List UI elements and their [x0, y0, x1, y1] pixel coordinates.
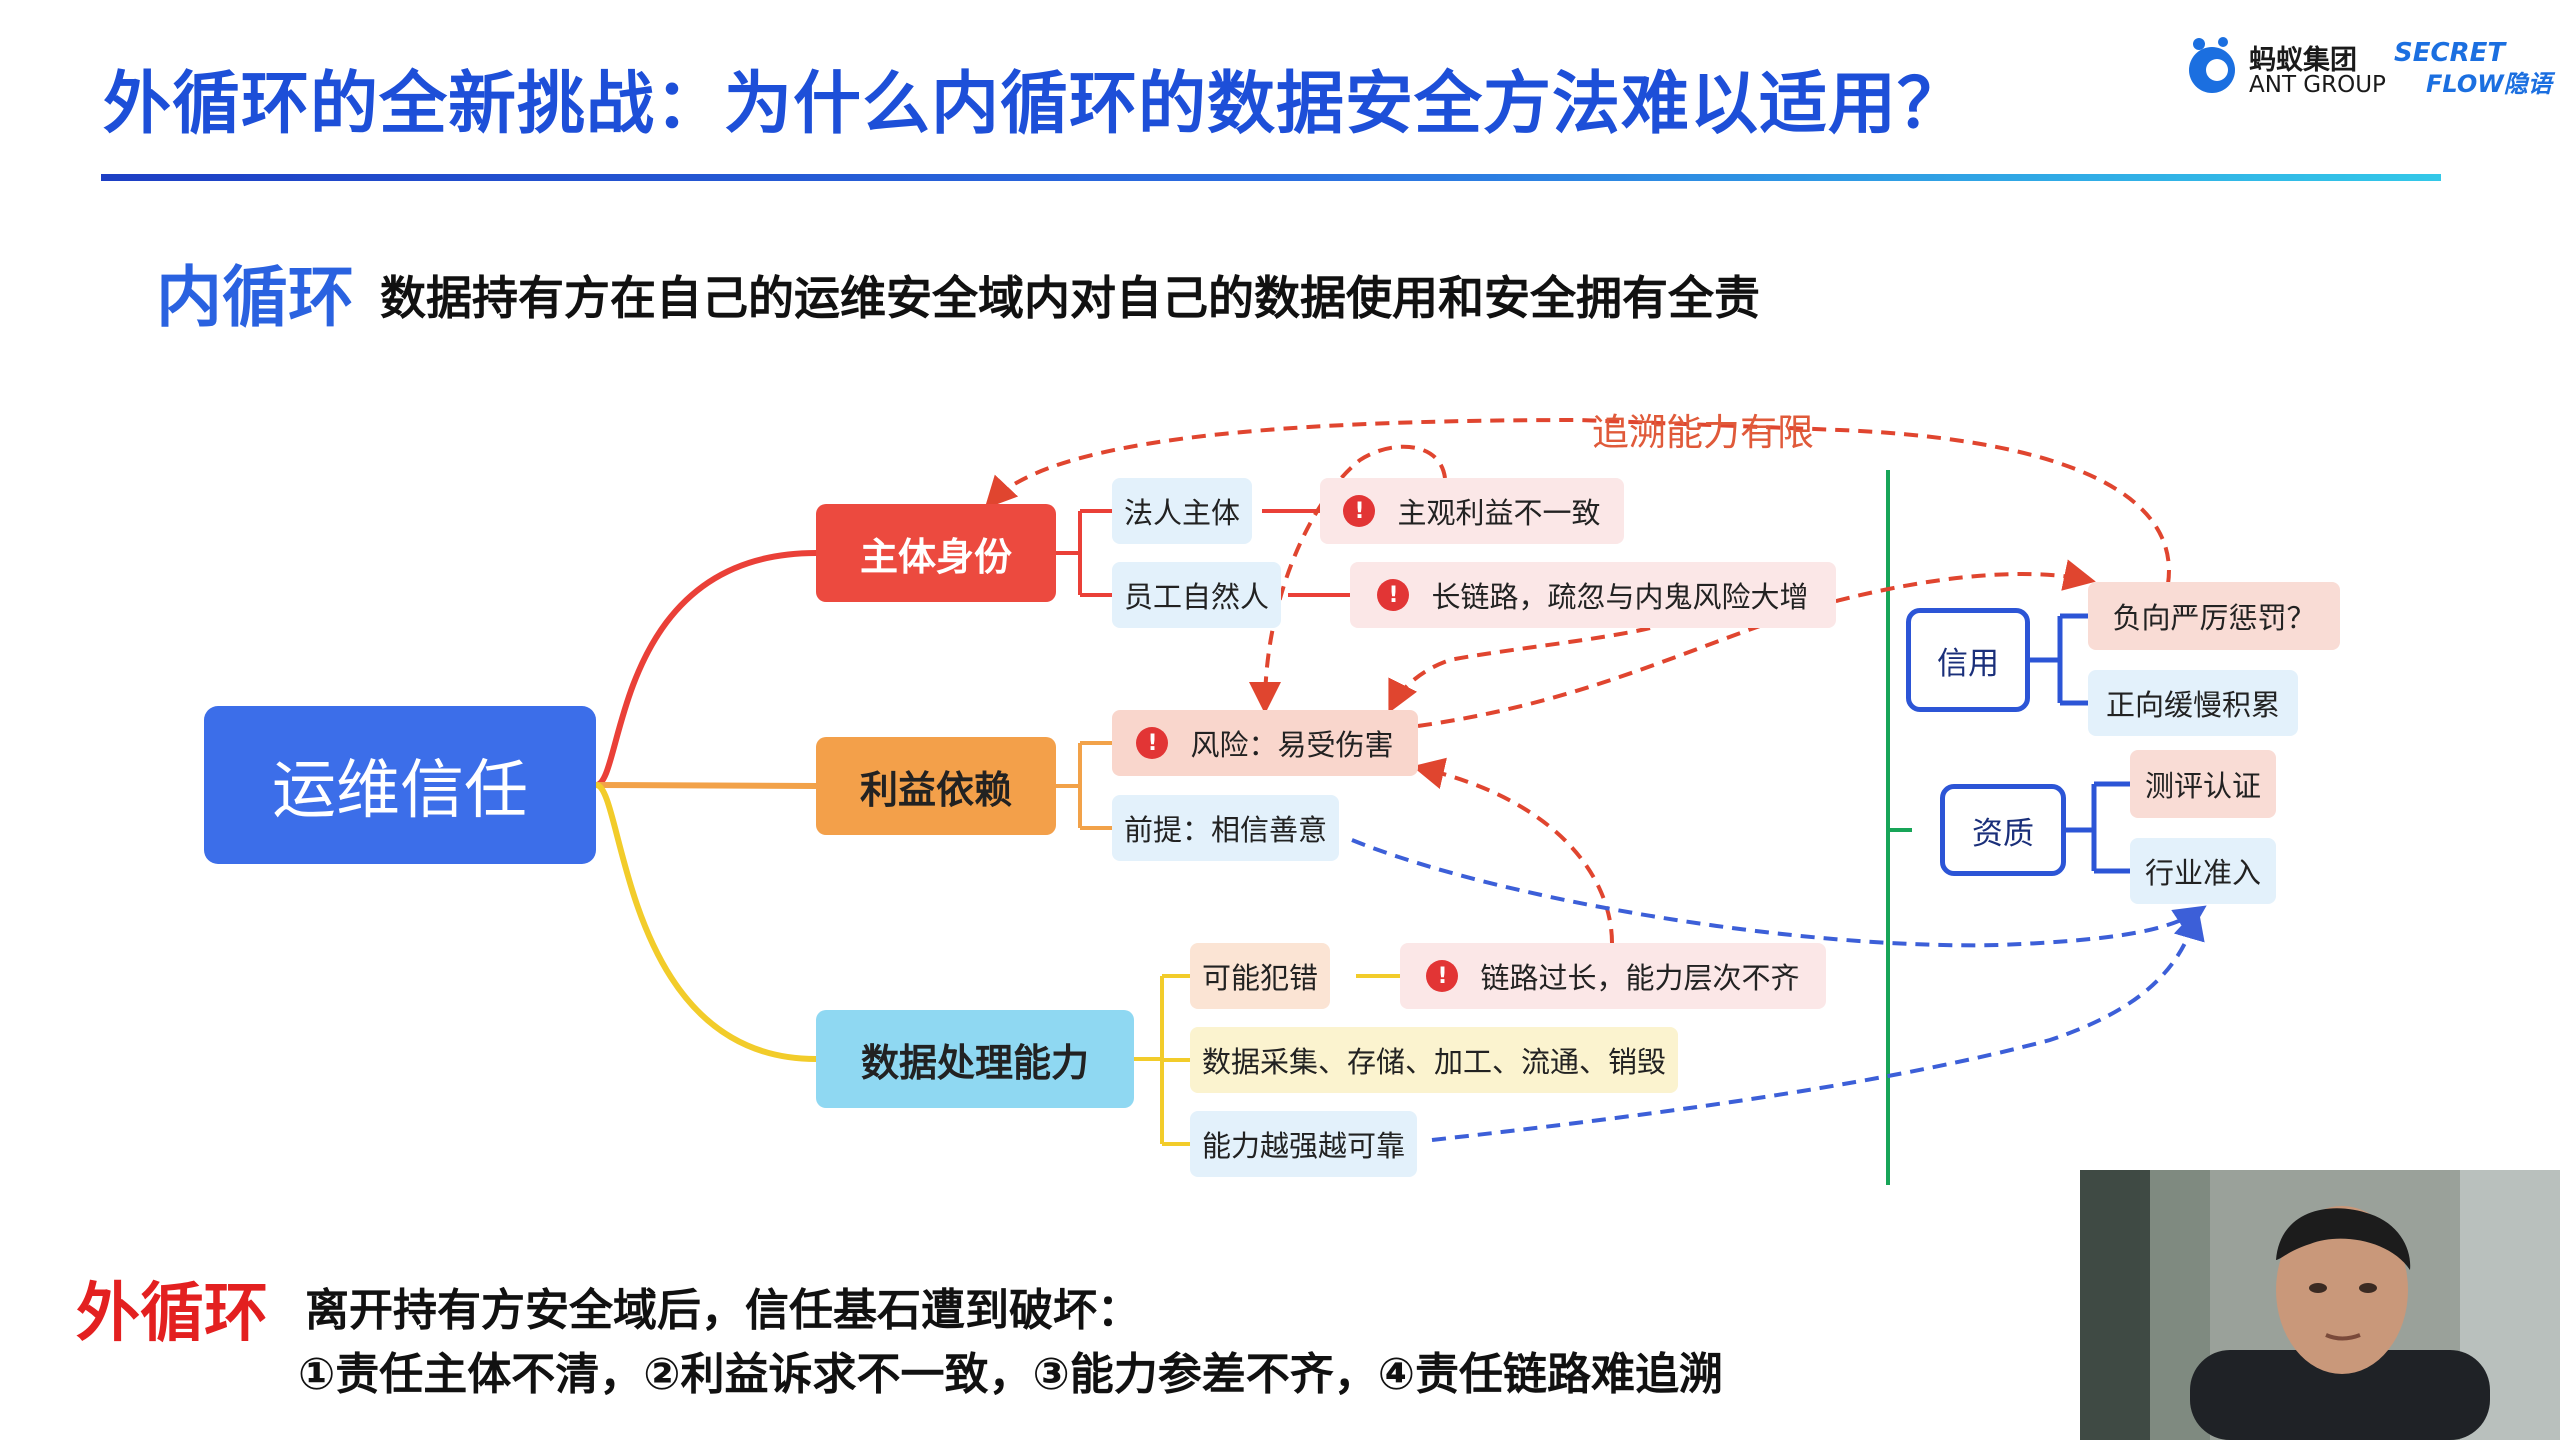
issue-chain-too-long: ! 链路过长，能力层次不齐 — [1400, 943, 1826, 1009]
trace-limited-label: 追溯能力有限 — [1592, 411, 1814, 454]
warning-icon: ! — [1426, 960, 1459, 992]
issue-long-chain-text: 长链路，疏忽与内鬼风险大增 — [1431, 580, 1809, 614]
connector-credit-children — [2030, 613, 2088, 706]
connector-qual-children — [2066, 781, 2130, 874]
leaf-data-lifecycle: 数据采集、存储、加工、流通、销毁 — [1190, 1027, 1679, 1093]
issue-subjective-interest-text: 主观利益不一致 — [1397, 496, 1601, 530]
root-node: 运维信任 — [204, 706, 596, 864]
qualification-node: 资质 — [1940, 784, 2066, 876]
warning-icon: ! — [1377, 579, 1410, 611]
credit-accumulate: 正向缓慢积累 — [2088, 670, 2298, 736]
connector-interest-leaves — [1056, 741, 1112, 830]
branch-interest: 利益依赖 — [816, 737, 1056, 835]
issue-long-chain: ! 长链路，疏忽与内鬼风险大增 — [1350, 562, 1836, 628]
ant-logo-icon — [2189, 37, 2235, 93]
connector-identity-leaves — [1056, 509, 1112, 597]
outer-loop-label: 外循环 — [76, 1277, 268, 1351]
connector-root-identity — [595, 550, 817, 788]
leaf-premise: 前提：相信善意 — [1112, 795, 1340, 861]
credit-node: 信用 — [1906, 608, 2030, 712]
inner-loop-label: 内循环 — [156, 259, 354, 336]
secretflow-logo-line1: SECRET — [2394, 38, 2506, 68]
connector-root-capability — [594, 782, 817, 1062]
leaf-risk: ! 风险：易受伤害 — [1112, 710, 1418, 776]
ant-logo-en: ANT GROUP — [2249, 72, 2386, 98]
connector-capability-leaves — [1134, 974, 1190, 1146]
speaker-webcam — [2080, 1170, 2560, 1440]
secretflow-logo-line2: FLOW隐语 — [2426, 70, 2552, 98]
ant-group-logo: 蚂蚁集团 ANT GROUP — [2185, 30, 2405, 100]
issue-subjective-interest: ! 主观利益不一致 — [1320, 478, 1624, 544]
credit-penalty: 负向严厉惩罚？ — [2088, 582, 2340, 650]
leaf-legal-entity: 法人主体 — [1112, 478, 1253, 544]
slide-title: 外循环的全新挑战：为什么内循环的数据安全方法难以适用？ — [103, 65, 1967, 144]
issue-chain-too-long-text: 链路过长，能力层次不齐 — [1480, 961, 1800, 995]
qual-certification: 测评认证 — [2130, 750, 2276, 818]
connector-root-interest — [595, 782, 817, 789]
leaf-risk-text: 风险：易受伤害 — [1190, 728, 1394, 762]
subjective-to-risk-arrow — [1249, 444, 1447, 714]
outer-loop-line1: 离开持有方安全域后，信任基石遭到破坏： — [305, 1285, 1141, 1336]
speaker-video-frame — [2080, 1170, 2560, 1440]
branch-identity: 主体身份 — [816, 504, 1056, 602]
title-underline — [101, 174, 2441, 181]
branch-capability: 数据处理能力 — [816, 1010, 1134, 1108]
longchain-to-risk-arrow — [1388, 626, 1651, 714]
premise-to-access-arrow — [1351, 838, 2207, 948]
chain-to-risk-arrow — [1412, 757, 1614, 944]
qual-industry-access: 行业准入 — [2130, 838, 2276, 904]
ant-logo-cn: 蚂蚁集团 — [2249, 45, 2357, 76]
leaf-capability-reliability: 能力越强越可靠 — [1190, 1111, 1418, 1177]
leaf-employee: 员工自然人 — [1112, 562, 1282, 628]
inner-loop-description: 数据持有方在自己的运维安全域内对自己的数据使用和安全拥有全责 — [380, 271, 1760, 325]
leaf-may-err: 可能犯错 — [1190, 943, 1331, 1009]
capability-to-access-arrow — [1431, 907, 2205, 1142]
secretflow-logo: SECRET FLOW隐语 — [2392, 38, 2552, 98]
warning-icon: ! — [1136, 727, 1169, 759]
warning-icon: ! — [1343, 495, 1376, 527]
outer-loop-line2: ①责任主体不清，②利益诉求不一致，③能力参差不齐，④责任链路难追溯 — [298, 1349, 1724, 1400]
